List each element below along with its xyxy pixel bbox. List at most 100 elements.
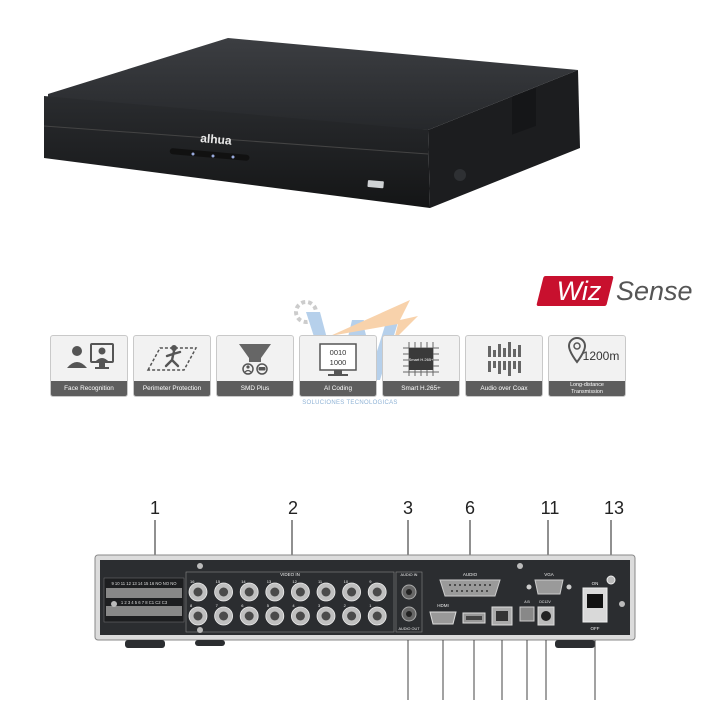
- bnc-bottom-channel-number: 6: [241, 603, 244, 608]
- feature-label-line2: Transmission: [571, 389, 603, 395]
- ai-coding-text-line2: 1000: [330, 358, 347, 367]
- bnc-connector-center: [372, 587, 382, 597]
- bnc-connector-3[interactable]: [316, 606, 336, 626]
- bnc-connector-center: [347, 611, 357, 621]
- bnc-connector-center: [270, 587, 280, 597]
- wizsense-logo: Wiz Sense: [536, 272, 702, 312]
- bnc-connector-4[interactable]: [290, 606, 310, 626]
- bnc-connector-center: [295, 611, 305, 621]
- vga-port[interactable]: [534, 579, 564, 595]
- dc-power-jack[interactable]: [541, 611, 551, 621]
- bnc-connector-16[interactable]: [188, 582, 208, 602]
- watermark-tagline: SOLUCIONES TECNOLOGICAS: [302, 400, 398, 406]
- callout-6: 6: [464, 498, 475, 518]
- alarm-top-numbers: 9 10 11 12 13 14 15 16 NO NO NO: [111, 581, 177, 586]
- callout-3: 3: [402, 498, 413, 518]
- power-on-label: ON: [592, 581, 599, 586]
- bnc-top-channel-number: 16: [190, 579, 195, 584]
- face-recognition-icon: [67, 343, 114, 369]
- feature-tile-long-distance: 1200m Long-distance Transmission: [548, 335, 626, 397]
- vga-label: VGA: [544, 572, 554, 577]
- alarm-bottom-numbers: 1 2 3 4 5 6 7 8 C1 C2 C3: [121, 600, 168, 605]
- bnc-top-channel-number: 9: [369, 579, 372, 584]
- wizsense-wiz-text: Wiz: [556, 276, 602, 306]
- feature-label: Long-distance Transmission: [549, 381, 625, 396]
- feature-label-line1: Long-distance: [570, 382, 604, 388]
- power-switch[interactable]: [582, 587, 608, 623]
- bnc-connector-8[interactable]: [188, 606, 208, 626]
- callout-1: 1: [149, 498, 160, 518]
- perimeter-protection-icon: [146, 345, 198, 371]
- ai-coding-icon: 0010 1000: [319, 343, 357, 376]
- bnc-connector-center: [270, 611, 280, 621]
- audio-db25-port[interactable]: [439, 579, 501, 597]
- bnc-top-channel-number: 15: [216, 579, 221, 584]
- bnc-connector-9[interactable]: [367, 582, 387, 602]
- smd-plus-icon: [239, 344, 271, 375]
- video-in-block: VIDEO IN: [185, 571, 395, 633]
- bnc-bottom-channel-number: 4: [292, 603, 295, 608]
- bnc-top-channel-number: 10: [344, 579, 349, 584]
- dvr-front-photo: alhua: [43, 38, 580, 208]
- bnc-connector-10[interactable]: [342, 582, 362, 602]
- bnc-bottom-channel-number: 3: [318, 603, 321, 608]
- feature-tile-smart-h265: Smart H.265+ Smart H.265+: [382, 335, 460, 397]
- feature-label: Audio over Coax: [466, 381, 542, 396]
- feature-label: AI Coding: [300, 381, 376, 396]
- bnc-bottom-channel-number: 2: [344, 603, 347, 608]
- bnc-connector-center: [219, 611, 229, 621]
- bnc-bottom-channel-number: 7: [216, 603, 219, 608]
- bnc-connector-2[interactable]: [342, 606, 362, 626]
- bnc-connector-6[interactable]: [239, 606, 259, 626]
- bnc-connector-1[interactable]: [367, 606, 387, 626]
- power-off-label: OFF: [591, 626, 600, 631]
- usb-port[interactable]: [462, 612, 486, 624]
- rs485-terminal[interactable]: [519, 606, 535, 622]
- feature-label: Smart H.265+: [383, 381, 459, 396]
- hdmi-port[interactable]: [429, 611, 457, 625]
- rs485-label: A B: [524, 600, 530, 604]
- feature-tile-face-recognition: Face Recognition: [50, 335, 128, 397]
- feature-tile-smd-plus: SMD Plus: [216, 335, 294, 397]
- feature-tile-perimeter-protection: Perimeter Protection: [133, 335, 211, 397]
- bnc-connector-center: [372, 611, 382, 621]
- bnc-connector-5[interactable]: [265, 606, 285, 626]
- bnc-connector-7[interactable]: [214, 606, 234, 626]
- bnc-connector-center: [193, 611, 203, 621]
- smart-h265-icon: Smart H.265+: [403, 342, 439, 376]
- ground-screw: [606, 575, 616, 585]
- bnc-connector-center: [295, 587, 305, 597]
- audio-db25-label: AUDIO: [463, 572, 478, 577]
- wizsense-sense-text: Sense: [616, 276, 693, 306]
- bnc-bottom-channel-number: 8: [190, 603, 193, 608]
- ethernet-port[interactable]: [491, 606, 513, 626]
- ai-coding-text-line1: 0010: [330, 348, 347, 357]
- audio-in-connector[interactable]: [401, 584, 417, 600]
- brand-logo: alhua: [200, 131, 233, 148]
- bnc-bottom-channel-number: 1: [369, 603, 372, 608]
- feature-label: SMD Plus: [217, 381, 293, 396]
- bnc-connector-12[interactable]: [290, 582, 310, 602]
- bnc-connector-14[interactable]: [239, 582, 259, 602]
- bnc-bottom-channel-number: 5: [267, 603, 270, 608]
- bnc-connector-center: [244, 611, 254, 621]
- feature-label: Face Recognition: [51, 381, 127, 396]
- bnc-top-channel-number: 11: [318, 579, 323, 584]
- audio-out-connector[interactable]: [401, 606, 417, 622]
- feature-label: Perimeter Protection: [134, 381, 210, 396]
- callout-2: 2: [287, 498, 298, 518]
- audio-over-coax-icon: [486, 342, 523, 376]
- long-distance-icon: 1200m: [567, 337, 620, 364]
- long-distance-value: 1200m: [583, 349, 620, 363]
- feature-tiles: Face Recognition Perimeter Protection SM…: [50, 335, 626, 399]
- bnc-connector-11[interactable]: [316, 582, 336, 602]
- audio-in-label: AUDIO IN: [401, 573, 418, 577]
- callout-11: 11: [540, 498, 560, 518]
- bnc-connector-13[interactable]: [265, 582, 285, 602]
- video-in-label: VIDEO IN: [280, 572, 300, 577]
- bnc-connector-center: [219, 587, 229, 597]
- bnc-connector-15[interactable]: [214, 582, 234, 602]
- bnc-connector-center: [193, 587, 203, 597]
- feature-tile-audio-over-coax: Audio over Coax: [465, 335, 543, 397]
